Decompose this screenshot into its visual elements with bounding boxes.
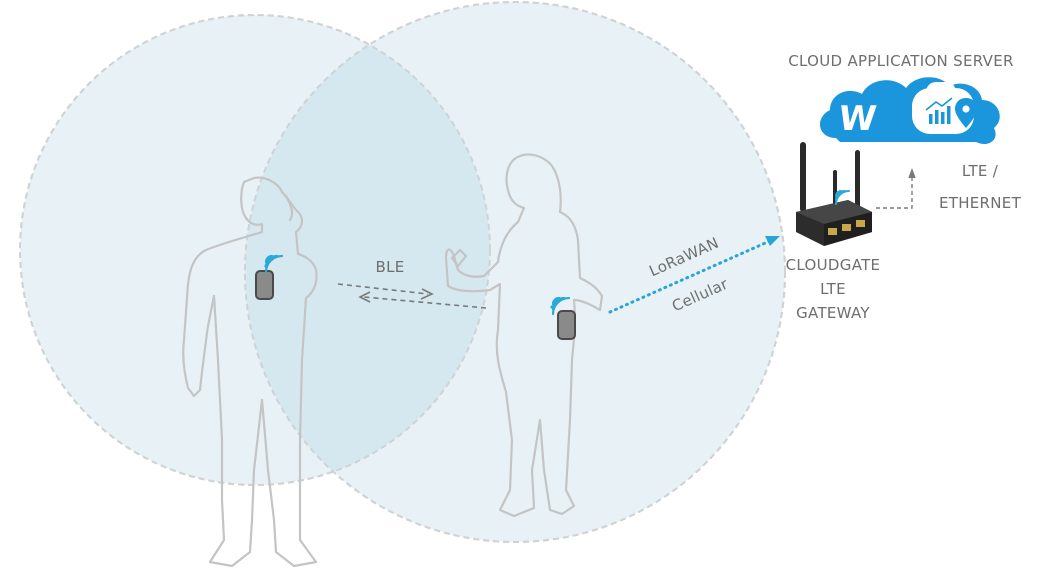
lte-link bbox=[876, 170, 915, 208]
gateway-label-line2: LTE bbox=[768, 280, 898, 298]
gateway-label-line1: CLOUDGATE bbox=[768, 256, 898, 274]
lte-label-line1: LTE / bbox=[930, 162, 1030, 180]
ble-label: BLE bbox=[360, 258, 420, 276]
cloud-server-label: CLOUD APPLICATION SERVER bbox=[756, 52, 1046, 70]
tag-device-icon bbox=[558, 311, 575, 339]
gateway-label-line3: GATEWAY bbox=[768, 304, 898, 322]
cloud-icon: W bbox=[820, 77, 1000, 144]
router-icon bbox=[796, 142, 872, 246]
lte-label-line2: ETHERNET bbox=[930, 194, 1030, 212]
cloud-logo: W bbox=[837, 99, 879, 139]
tag-device-icon bbox=[256, 271, 273, 299]
